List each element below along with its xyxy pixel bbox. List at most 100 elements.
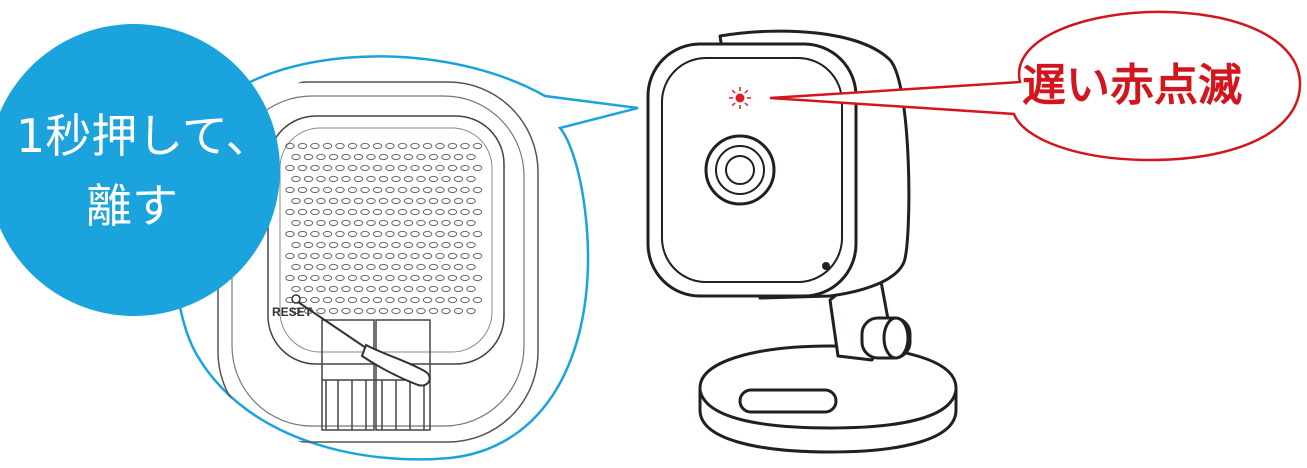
grille-hole bbox=[397, 252, 408, 260]
grille-hole bbox=[366, 285, 376, 293]
grille-hole bbox=[422, 186, 433, 194]
grille-hole bbox=[291, 285, 301, 293]
grille-hole bbox=[353, 285, 364, 293]
grille-hole bbox=[360, 186, 370, 194]
grille-hole bbox=[397, 164, 408, 172]
status-callout-bubble bbox=[769, 10, 1302, 162]
grille-hole bbox=[353, 175, 364, 183]
grille-hole bbox=[460, 296, 470, 304]
grille-hole bbox=[422, 208, 433, 216]
grille-hole bbox=[322, 142, 333, 150]
speaker-grille bbox=[285, 142, 483, 315]
grille-hole bbox=[378, 153, 389, 161]
grille-hole bbox=[316, 307, 326, 315]
instruction-line-1: 1秒押して、 bbox=[16, 109, 272, 163]
grille-hole bbox=[435, 142, 445, 150]
grille-hole bbox=[472, 252, 483, 260]
grille-hole bbox=[391, 263, 401, 271]
grille-hole bbox=[316, 219, 326, 227]
grille-hole bbox=[366, 263, 376, 271]
grille-hole bbox=[310, 252, 320, 260]
grille-hole bbox=[453, 153, 464, 161]
grille-hole bbox=[360, 296, 370, 304]
grille-hole bbox=[291, 263, 301, 271]
grille-hole bbox=[416, 263, 426, 271]
grille-hole bbox=[372, 208, 383, 216]
grille-hole bbox=[285, 142, 295, 150]
grille-hole bbox=[472, 274, 483, 282]
reset-label: RESET bbox=[272, 305, 313, 319]
instruction-circle bbox=[0, 24, 280, 316]
grille-hole bbox=[347, 164, 358, 172]
grille-hole bbox=[385, 230, 395, 238]
grille-hole bbox=[472, 142, 483, 150]
grille-hole bbox=[385, 186, 395, 194]
grille-hole bbox=[285, 230, 295, 238]
grille-hole bbox=[447, 274, 458, 282]
grille-hole bbox=[297, 186, 308, 194]
grille-hole bbox=[385, 296, 395, 304]
magnified-back-view: RESET bbox=[173, 55, 639, 461]
grille-hole bbox=[460, 252, 470, 260]
camera-illustration bbox=[646, 29, 958, 454]
grille-hole bbox=[422, 252, 433, 260]
grille-hole bbox=[328, 285, 339, 293]
grille-hole bbox=[378, 197, 389, 205]
grille-hole bbox=[303, 153, 314, 161]
grille-hole bbox=[428, 285, 439, 293]
mic-hole bbox=[822, 262, 830, 270]
grille-hole bbox=[453, 197, 464, 205]
grille-hole bbox=[347, 186, 358, 194]
grille-hole bbox=[366, 307, 376, 315]
grille-hole bbox=[428, 263, 439, 271]
grille-hole bbox=[422, 274, 433, 282]
grille-hole bbox=[397, 208, 408, 216]
grille-hole bbox=[335, 274, 345, 282]
grille-hole bbox=[322, 230, 333, 238]
grille-hole bbox=[328, 241, 339, 249]
grille-hole bbox=[441, 241, 451, 249]
grille-hole bbox=[322, 274, 333, 282]
grille-hole bbox=[410, 274, 420, 282]
instruction-line-2: 離す bbox=[86, 179, 178, 233]
grille-hole bbox=[391, 197, 401, 205]
led-ray bbox=[731, 89, 736, 94]
grille-hole bbox=[372, 164, 383, 172]
grille-hole bbox=[453, 307, 464, 315]
grille-hole bbox=[410, 208, 420, 216]
grille-hole bbox=[322, 252, 333, 260]
grille-hole bbox=[385, 274, 395, 282]
grille-hole bbox=[385, 164, 395, 172]
grille-hole bbox=[285, 274, 295, 282]
grille-hole bbox=[472, 164, 483, 172]
grille-hole bbox=[347, 252, 358, 260]
grille-hole bbox=[466, 263, 476, 271]
grille-hole bbox=[310, 296, 320, 304]
grille-hole bbox=[372, 296, 383, 304]
grille-hole bbox=[403, 285, 414, 293]
grille-hole bbox=[353, 263, 364, 271]
grille-hole bbox=[410, 230, 420, 238]
grille-hole bbox=[416, 175, 426, 183]
grille-hole bbox=[435, 208, 445, 216]
grille-hole bbox=[316, 175, 326, 183]
grille-hole bbox=[447, 164, 458, 172]
grille-hole bbox=[453, 241, 464, 249]
grille-hole bbox=[416, 307, 426, 315]
grille-hole bbox=[310, 208, 320, 216]
grille-hole bbox=[360, 252, 370, 260]
grille-hole bbox=[447, 142, 458, 150]
grille-hole bbox=[441, 307, 451, 315]
grille-hole bbox=[310, 142, 320, 150]
grille-hole bbox=[335, 252, 345, 260]
grille-hole bbox=[391, 285, 401, 293]
grille-hole bbox=[372, 274, 383, 282]
grille-hole bbox=[328, 197, 339, 205]
grille-hole bbox=[303, 175, 314, 183]
grille-hole bbox=[453, 175, 464, 183]
grille-hole bbox=[378, 175, 389, 183]
grille-hole bbox=[428, 241, 439, 249]
grille-hole bbox=[328, 307, 339, 315]
grille-hole bbox=[447, 186, 458, 194]
grille-hole bbox=[316, 153, 326, 161]
